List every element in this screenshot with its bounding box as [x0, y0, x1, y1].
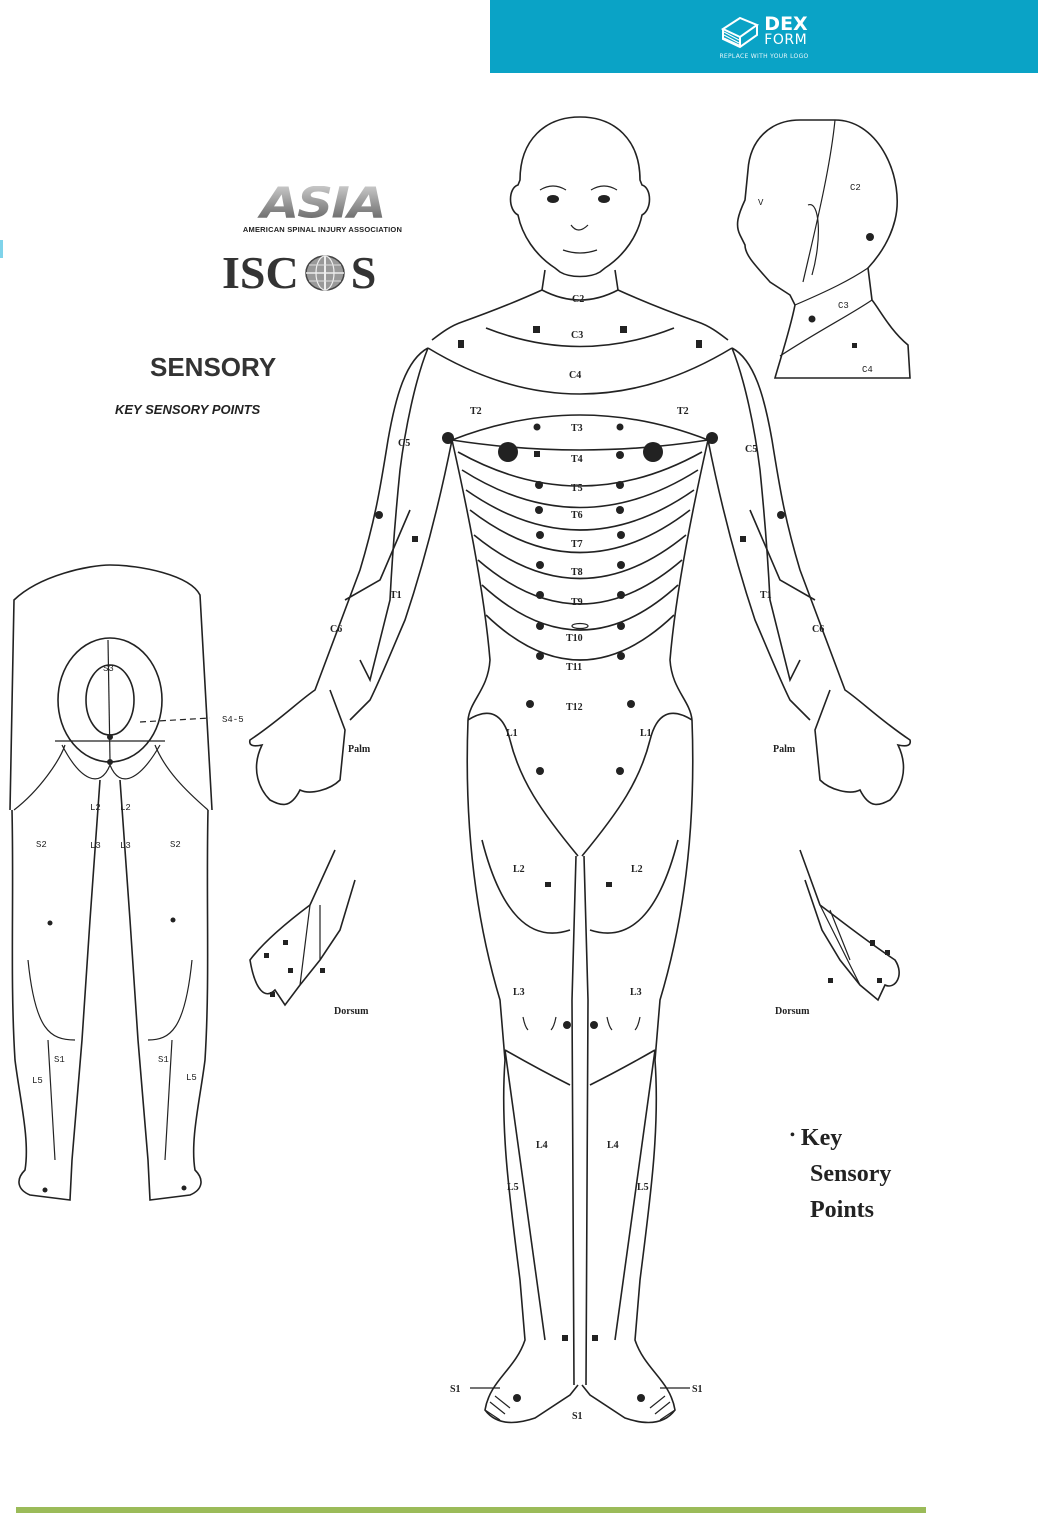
- stacked-paper-icon: [721, 16, 760, 49]
- label-t2-right: T2: [677, 406, 689, 417]
- dorsum-hand-right: Dorsum: [775, 849, 900, 1017]
- legend-line1: Key: [800, 1125, 843, 1151]
- legend-line3: Points: [810, 1197, 875, 1223]
- iscos-right: S: [350, 247, 377, 298]
- page-title: SENSORY: [150, 352, 277, 382]
- label-s1-center: S1: [572, 1411, 583, 1422]
- asia-logo: ASIA American Spinal Injury Association: [195, 182, 450, 234]
- label-l5-left: L5: [507, 1182, 519, 1193]
- back-body-figure: S3 S4-5 S2 S2 L2 L3 L2 L3 S1 S1 L5 L5: [9, 564, 244, 1201]
- logo-wordmark: DEX FORM: [764, 13, 808, 49]
- label-l4-left: L4: [536, 1140, 548, 1151]
- label-back-s45: S4-5: [222, 715, 244, 725]
- label-t4: T4: [571, 454, 583, 465]
- label-l1-left: L1: [506, 728, 518, 739]
- label-c5-right: C5: [745, 444, 757, 455]
- label-t3: T3: [571, 423, 583, 434]
- front-body-figure: C2 C3 C4 T2 T2 T3 T4: [248, 116, 912, 1424]
- label-back-l2-left: L2: [90, 803, 101, 813]
- label-head-c4: C4: [862, 365, 873, 375]
- label-head-c2: C2: [850, 183, 861, 193]
- legend-line2: Sensory: [810, 1161, 892, 1187]
- dorsum-hand-left: Dorsum: [249, 849, 369, 1017]
- label-t5: T5: [571, 483, 583, 494]
- iscos-logo: ISC S: [222, 246, 376, 299]
- label-head-c3: C3: [838, 301, 849, 311]
- label-palm-right: Palm: [773, 744, 796, 755]
- label-l3-right: L3: [630, 987, 642, 998]
- label-dorsum-left: Dorsum: [334, 1006, 369, 1017]
- side-head-figure: C2 V C3 C4: [736, 119, 911, 379]
- label-back-s3: S3: [103, 664, 114, 674]
- label-l5-right: L5: [637, 1182, 649, 1193]
- label-t10: T10: [566, 633, 583, 644]
- footer-divider: [16, 1507, 926, 1513]
- legend: • Key Sensory Points: [790, 1118, 891, 1228]
- label-head-v: V: [758, 198, 764, 208]
- label-c2: C2: [572, 294, 584, 305]
- label-t12: T12: [566, 702, 583, 713]
- label-t1-right: T1: [760, 590, 772, 601]
- key-point-bullet-icon: •: [790, 1128, 795, 1143]
- label-l1-right: L1: [640, 728, 652, 739]
- label-l2-left: L2: [513, 864, 525, 875]
- label-t7: T7: [571, 539, 583, 550]
- label-t8: T8: [571, 567, 583, 578]
- label-palm-left: Palm: [348, 744, 371, 755]
- label-t9: T9: [571, 597, 583, 608]
- label-s1-left: S1: [450, 1384, 461, 1395]
- label-back-l5-left: L5: [32, 1076, 43, 1086]
- label-back-s1-right: S1: [158, 1055, 169, 1065]
- label-back-l2-right: L2: [120, 803, 131, 813]
- label-l4-right: L4: [607, 1140, 619, 1151]
- label-l2-right: L2: [631, 864, 643, 875]
- edge-marker: [0, 240, 3, 258]
- logo-line2: FORM: [764, 32, 808, 48]
- logo-row: DEX FORM: [720, 13, 808, 49]
- logo-banner: DEX FORM REPLACE WITH YOUR LOGO: [490, 0, 1038, 73]
- label-s1-right: S1: [692, 1384, 703, 1395]
- page-subtitle: KEY SENSORY POINTS: [115, 402, 261, 417]
- label-t6: T6: [571, 510, 583, 521]
- label-c6-left: C6: [330, 624, 342, 635]
- label-back-s1-left: S1: [54, 1055, 65, 1065]
- logo-tagline: REPLACE WITH YOUR LOGO: [719, 53, 809, 60]
- label-t1-left: T1: [390, 590, 402, 601]
- asia-subtitle: American Spinal Injury Association: [242, 225, 403, 234]
- label-c3: C3: [571, 330, 583, 341]
- label-l3-left: L3: [513, 987, 525, 998]
- iscos-left: ISC: [222, 247, 299, 298]
- label-c5-left: C5: [398, 438, 410, 449]
- label-t11: T11: [566, 662, 582, 673]
- label-dorsum-right: Dorsum: [775, 1006, 810, 1017]
- label-t2-left: T2: [470, 406, 482, 417]
- label-back-l5-right: L5: [186, 1073, 197, 1083]
- label-back-s2-left: S2: [36, 840, 47, 850]
- asia-wordmark: ASIA: [195, 182, 450, 225]
- logo-line1: DEX: [764, 13, 808, 35]
- label-c6-right: C6: [812, 624, 824, 635]
- label-c4: C4: [569, 370, 581, 381]
- globe-icon: [304, 254, 345, 291]
- label-back-s2-right: S2: [170, 840, 181, 850]
